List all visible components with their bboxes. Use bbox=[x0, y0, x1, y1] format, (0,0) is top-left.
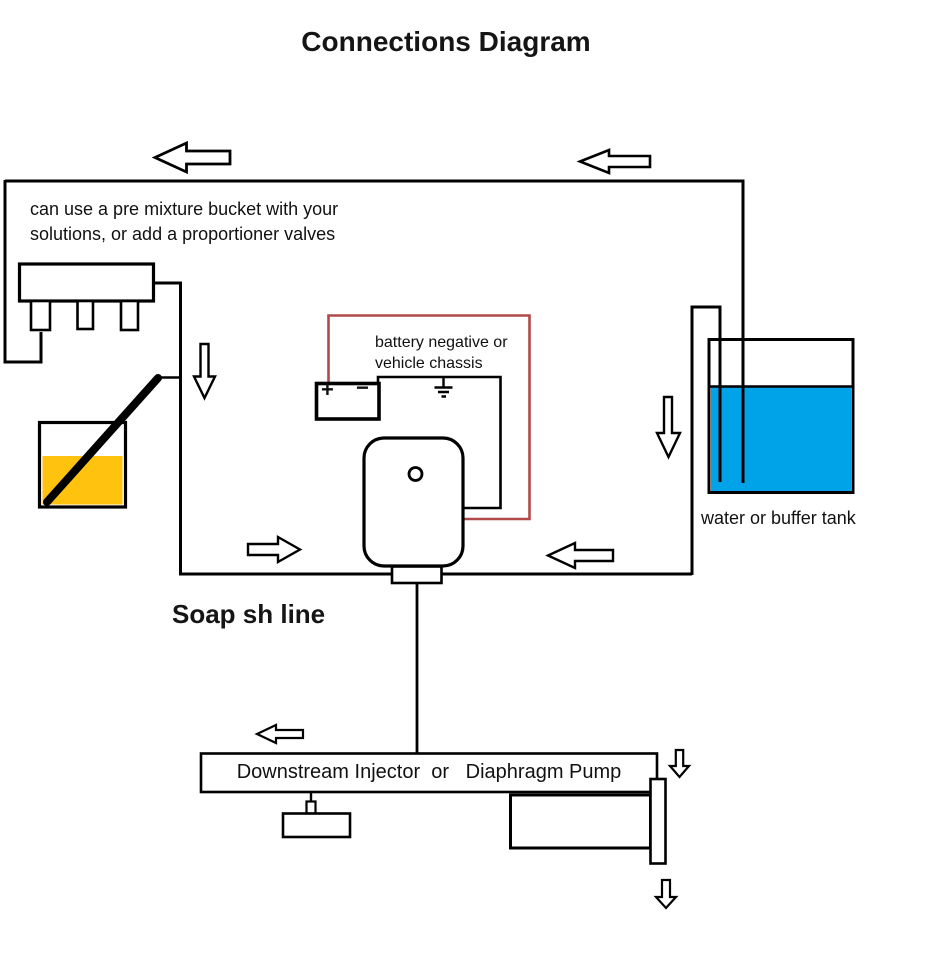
proportioner-manifold bbox=[17, 262, 156, 303]
page-title: Connections Diagram bbox=[301, 26, 591, 57]
soap-line-label: Soap sh line bbox=[172, 599, 326, 629]
injector-body bbox=[281, 812, 352, 839]
diaphragm-pump-head bbox=[649, 777, 667, 865]
manifold-valve-2 bbox=[76, 299, 95, 331]
pipe-right-riser-and-dip-tube bbox=[690, 305, 722, 575]
manifold-valve-1 bbox=[29, 299, 52, 332]
pump-outlet-flange bbox=[390, 565, 443, 585]
pump-controller bbox=[362, 436, 465, 568]
diaphragm-pump-body bbox=[509, 793, 652, 850]
flow-arrow-right-soap-line-icon bbox=[246, 534, 303, 565]
battery-note-label: battery negative or vehicle chassis bbox=[375, 334, 508, 372]
suction-wand bbox=[43, 374, 162, 506]
water-tank-label: water or buffer tank bbox=[701, 508, 856, 528]
premix-note-label: can use a pre mixture bucket with your s… bbox=[30, 199, 339, 244]
flow-arrow-down-tank-icon bbox=[655, 395, 682, 460]
flow-arrow-down-pump-head-icon bbox=[667, 748, 692, 779]
flow-arrow-left-top-right-icon bbox=[576, 148, 652, 175]
injector-box-label: Downstream Injector or Diaphragm Pump bbox=[236, 761, 622, 783]
injector-nozzle-neck bbox=[305, 800, 317, 815]
pipe-manifold-riser bbox=[153, 281, 182, 574]
injector-label-box bbox=[199, 752, 659, 794]
flow-arrow-left-top-left-icon bbox=[151, 140, 232, 175]
ground-symbol-icon bbox=[434, 377, 453, 398]
black-negative-wire bbox=[376, 375, 502, 510]
water-tank-outline bbox=[707, 338, 855, 494]
red-positive-wire bbox=[327, 314, 531, 521]
premix-bucket-outline bbox=[37, 420, 128, 509]
tank-water-fill bbox=[711, 387, 851, 492]
pump-indicator-hole bbox=[407, 466, 424, 482]
battery-minus-terminal-label: − bbox=[356, 375, 369, 400]
pipe-top-return-and-dip-tube bbox=[5, 179, 745, 483]
battery bbox=[314, 381, 381, 421]
flow-arrow-left-mid-icon bbox=[545, 541, 615, 570]
flow-arrow-left-bottom-icon bbox=[254, 723, 305, 745]
flow-arrow-down-bottom-icon bbox=[653, 878, 679, 910]
flow-arrow-down-left-pipe-icon bbox=[192, 342, 217, 401]
manifold-valve-3 bbox=[119, 299, 140, 332]
pipe-left-hook bbox=[3, 180, 43, 364]
battery-plus-terminal-label: + bbox=[321, 377, 334, 402]
